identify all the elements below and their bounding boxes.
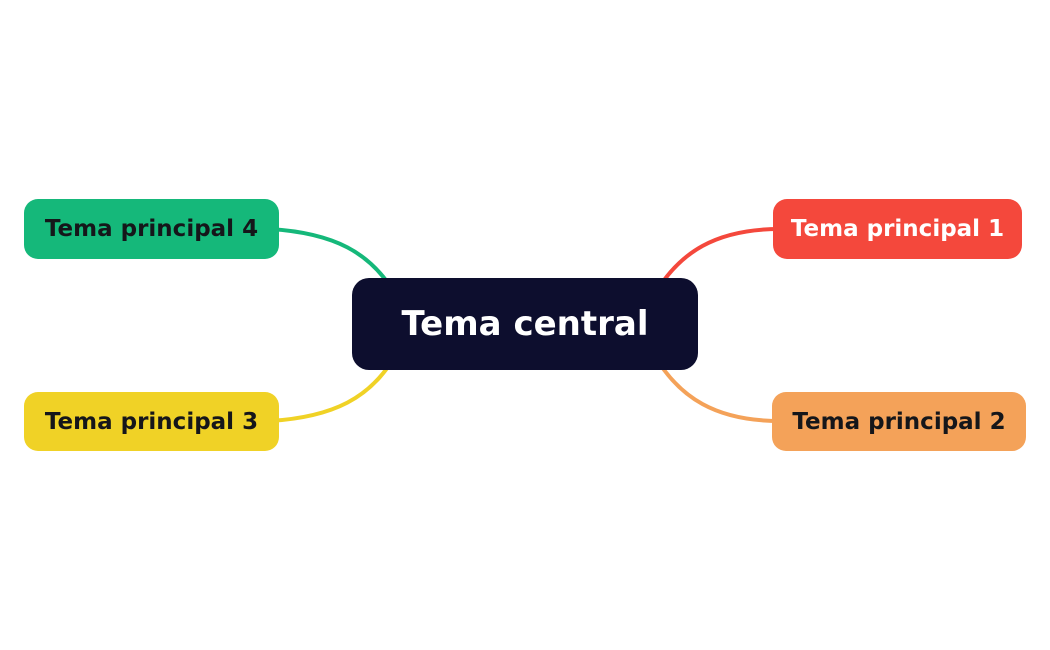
branch-node-2[interactable]: Tema principal 2 [772, 392, 1026, 451]
branch-node-1[interactable]: Tema principal 1 [773, 199, 1022, 259]
central-node-label: Tema central [401, 304, 649, 344]
branch-node-4[interactable]: Tema principal 4 [24, 199, 279, 259]
branch-node-3[interactable]: Tema principal 3 [24, 392, 279, 451]
branch-node-2-label: Tema principal 2 [792, 408, 1006, 435]
branch-node-1-label: Tema principal 1 [790, 216, 1005, 242]
central-node[interactable]: Tema central [352, 278, 698, 370]
branch-node-3-label: Tema principal 3 [44, 408, 259, 435]
branch-node-4-label: Tema principal 4 [44, 216, 259, 242]
